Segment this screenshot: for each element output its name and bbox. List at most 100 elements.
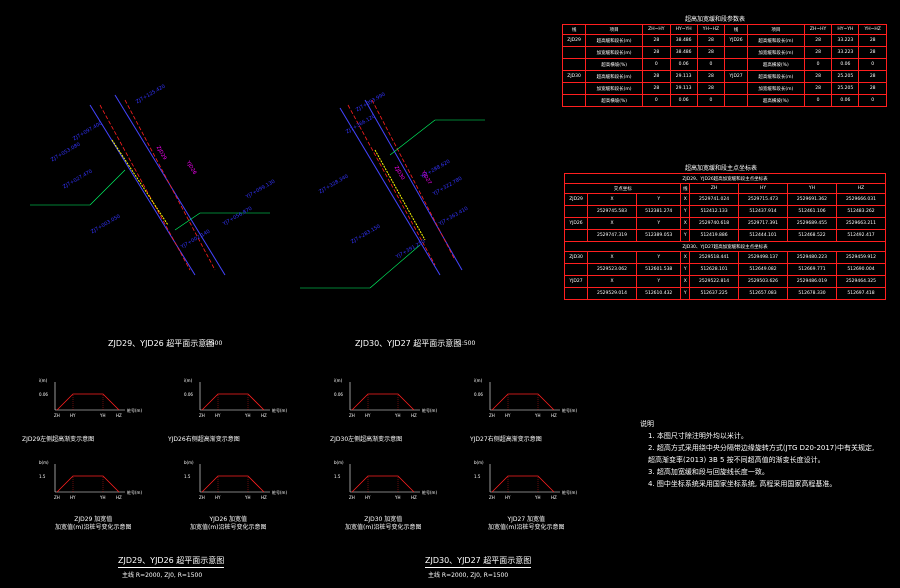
table2-cell: X [680,193,691,206]
plan2-label: ZJ7+328.340 [318,173,350,196]
table2-cell: YJD27 [563,275,589,288]
table2-header-row: 交点坐标 线 ZH HY YH HZ [563,183,887,194]
table2-cell: 2529745.583 [587,205,637,218]
table2-cell: 2529691.362 [786,193,837,206]
plan2-leader [389,119,436,156]
graph-caption: YJD26 加宽值 加宽值(m)沿桩号变化示意图 [190,516,267,531]
table2-cell: 512669.771 [786,263,837,276]
table2-header: 交点坐标 [563,183,682,194]
table1-header: ZH~HY [803,24,833,35]
table1-cell: 0 [642,94,671,107]
graph-trapezoid [351,475,415,493]
table1-cell: 38.486 [669,46,698,59]
table1-cell: 28 [803,34,833,47]
graph-tick-label: HY [365,413,371,418]
table2-cell: 512444.101 [738,229,788,242]
graph-ylabel: i(m) [334,378,343,383]
table2-cell: 512381.274 [635,205,682,218]
plan2-widen-line [374,149,426,241]
table2-cell: 2529522.814 [689,275,740,288]
table2-cell: ZJD29 [563,193,589,206]
table2-cell: 2529689.455 [786,217,837,230]
table2-cell: 2529666.031 [835,193,887,206]
notes-item: 3. 超高加宽缓和段与回旋线长度一致。 [648,468,769,476]
table1-header: 项目 [746,24,805,35]
plan2-label: YJ7+322.780 [432,175,464,198]
graph-trapezoid [201,475,265,493]
graph-tick-label: YH [99,413,105,418]
graph-ylabel: b(m) [39,460,49,465]
table1-cell: 0.06 [669,94,698,107]
table2-subtitle-a: ZJD29、YJD26超高加宽缓和段主点坐标表 [564,173,886,184]
table2-subtitle-row: ZJD30、YJD27超高加宽缓和段主点坐标表 [564,241,886,252]
plan1-label: YJ7+099.130 [245,178,277,201]
table2-cell: 512419.886 [689,229,740,242]
table1-header: YH~HZ [696,24,726,35]
table1-cell: 33.223 [831,46,860,59]
table2-cell: 2529663.211 [835,217,887,230]
table2-cell: 512461.106 [786,205,837,218]
table1-cell: 28 [803,70,833,83]
table2-cell: 2529741.024 [689,193,740,206]
graph-ylabel: b(m) [184,460,194,465]
bottom-title-2: ZJD30、YJD27 超平面示意图 [425,555,532,568]
plan1-label: ZJ7+027.470 [62,168,94,191]
table2-cell: 2529747.319 [587,229,637,242]
table1-header: 线 [561,24,587,35]
table1-cell: 28 [803,46,833,59]
table1-cell: 28 [803,82,833,95]
graph-caption: YJD27 加宽值 加宽值(m)沿桩号变化示意图 [488,516,565,531]
graph-tick-label: YH [534,495,540,500]
graph-tick-label: ZH [54,495,60,500]
graph-ylabel: b(m) [334,460,344,465]
table1-header: HY~YH [831,24,860,35]
plan1-label: ZJ7+097.400 [72,120,104,143]
table2-cell [563,229,589,242]
graph-tick-label: HY [505,495,511,500]
graph-ylabel: i(m) [184,378,193,383]
table2-title: 超高加宽缓和段主点坐标表 [685,165,758,172]
table2-cell: X [587,275,637,288]
table1-cell [561,94,587,107]
graph-xlabel: 桩号(m) [127,407,142,413]
table1-cell: YJD27 [724,70,748,83]
table1-cell: 超高缓和段长(m) [746,70,805,83]
table2-cell: Y [680,229,691,242]
graph-ylabel: i(m) [39,378,48,383]
graph-tick-label: YH [99,495,105,500]
plan1-label: ZJ7+053.080 [50,141,82,164]
graph-tick-label: ZH [199,495,205,500]
plan1-centerline-right [124,99,216,271]
table1-cell: 超高缓和段长(m) [585,70,644,83]
table2-cell: 2529715.473 [738,193,788,206]
table2-cell: Y [635,275,682,288]
graph-tick-label: HZ [261,413,267,418]
graph-tick-label: YH [244,413,250,418]
plan1-label: YJ7+056.870 [222,205,254,228]
plan1-jd-label: YJD26 [184,160,198,176]
graph-yval: 0.06 [334,392,343,397]
table2-cell [563,287,589,300]
plan1-label: ZJ7+003.050 [90,213,122,236]
table2-cell: 512678.330 [786,287,837,300]
plan2-drawing [300,99,485,289]
graph-tick-label: ZH [199,413,205,418]
graph-tick-label: HZ [116,495,122,500]
table1-cell: 28 [642,34,671,47]
table1-cell [561,46,587,59]
table2-cell: X [587,193,637,206]
graph-tick-label: YH [244,495,250,500]
table1-cell: 28 [696,34,726,47]
plan2-centerline-right [371,99,456,261]
table1-header-row: 线 项目 ZH~HY HY~YH YH~HZ 线 项目 ZH~HY HY~YH … [561,24,887,35]
graph-xlabel: 桩号(m) [127,489,142,495]
graph-tick-label: HY [70,413,76,418]
graph-ylabel: b(m) [474,460,484,465]
